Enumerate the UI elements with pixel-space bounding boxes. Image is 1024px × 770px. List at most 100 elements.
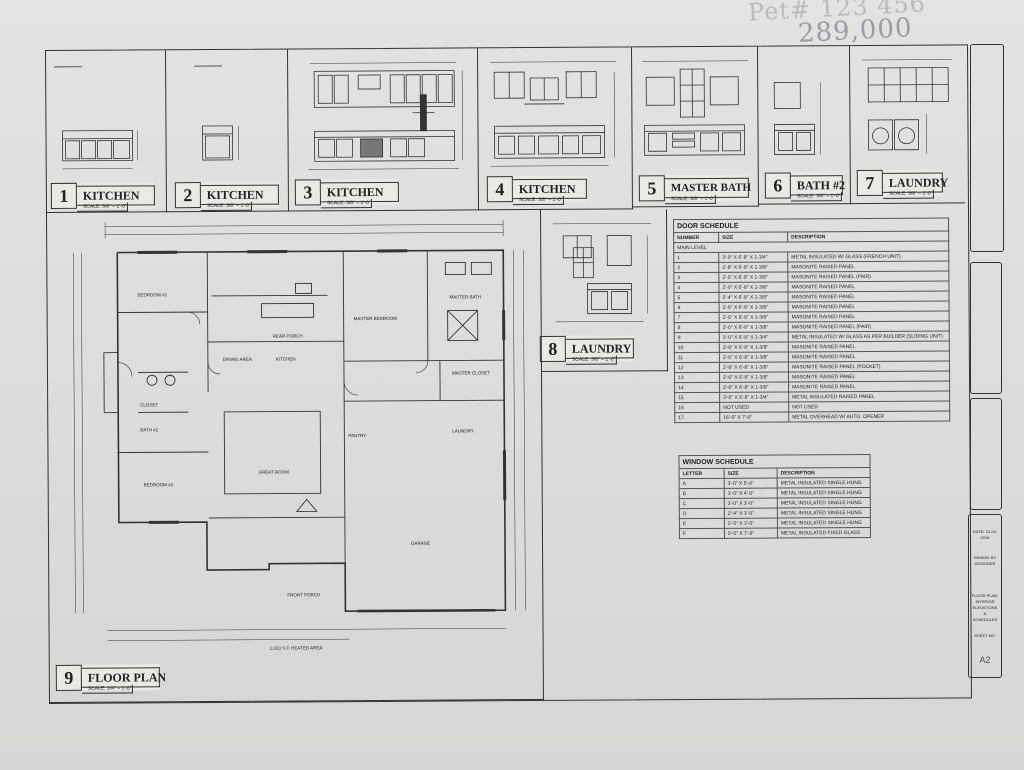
detail-tag-7: 7 LAUNDRY SCALE: 3/8" = 1'-0" <box>856 169 948 199</box>
door-schedule-row-cell: 2'-0" X 6'-8" X 1-3/8" <box>719 381 789 393</box>
detail-number: 1 <box>50 182 77 209</box>
door-schedule-row-cell: 8 <box>674 322 720 333</box>
door-schedule-row-cell: NOT USED <box>719 401 789 413</box>
detail-scale: SCALE: 1/4" = 1'-0" <box>81 684 133 694</box>
title-block-sheet-title: FLOOR PLAN, INTERIOR ELEVATIONS & SCHEDU… <box>971 593 999 622</box>
detail-1-cell: 1 KITCHEN SCALE: 3/8" = 1'-0" <box>46 50 167 213</box>
laundry-elevation-1-drawing <box>856 53 959 173</box>
detail-2-cell: 2 KITCHEN SCALE: 3/8" = 1'-0" <box>166 49 289 213</box>
room-label-bedroom2: BEDROOM #2 <box>137 292 168 298</box>
window-schedule-row-cell: 3'-0" X 3'-0" <box>724 498 778 509</box>
window-schedule-row-cell: F <box>679 528 725 539</box>
room-label-garage: GARAGE <box>411 540 431 546</box>
detail-scale: SCALE: 3/8" = 1'-0" <box>790 192 842 202</box>
door-schedule-row-cell: 1 <box>673 252 719 263</box>
kitchen-elevation-3-drawing <box>294 56 472 180</box>
window-schedule-row-cell: 2'-4" X 3'-0" <box>724 508 778 519</box>
detail-tag-8: 8 LAUNDRY SCALE: 3/8" = 1'-0" <box>539 335 634 365</box>
door-schedule-row-cell: 3 <box>673 272 719 283</box>
door-schedule-row-cell: 2'-8" X 6'-8" X 1-3/8" <box>718 261 788 273</box>
door-schedule-row-cell: 17 <box>674 412 720 423</box>
kitchen-elevation-2-drawing <box>172 58 282 182</box>
title-block-drawn: DRAWN: BY DESIGNER <box>973 555 997 566</box>
detail-scale: SCALE: 3/8" = 1'-0" <box>200 201 252 212</box>
room-label-bath: BATH #2 <box>140 427 159 433</box>
laundry-elevation-2-drawing <box>547 217 661 341</box>
room-label-dining: DINING AREA <box>222 356 252 362</box>
room-label-master-closet: MASTER CLOSET <box>451 370 491 376</box>
room-label-pantry: PANTRY <box>348 433 367 439</box>
door-schedule-header: NUMBER <box>673 232 719 243</box>
door-schedule-row-cell: 9 <box>674 332 720 343</box>
kitchen-elevation-4-drawing <box>484 55 626 179</box>
window-schedule-row-cell: E <box>679 518 725 529</box>
handwritten-note-2: 289,000 <box>797 13 914 49</box>
door-schedule-row-cell: 2'-0" X 6'-8" X 1-3/8" <box>718 281 788 293</box>
door-schedule-row-cell: 2'-6" X 6'-8" X 1-3/8" <box>719 311 789 323</box>
window-schedule-row-cell: METAL INSULATED SINGLE HUNG <box>777 507 871 519</box>
door-schedule-row-cell: 3'-0" X 6'-8" X 1-3/4" <box>719 391 789 403</box>
door-schedule-row-cell: 2'-8" X 6'-8" X 1-3/8" <box>719 361 789 373</box>
door-schedule-row-cell: 2 <box>673 262 719 273</box>
detail-tag-9: 9 FLOOR PLAN SCALE: 1/4" = 1'-0" <box>55 664 166 694</box>
window-schedule-row-cell: METAL INSULATED SINGLE HUNG <box>777 497 871 509</box>
window-schedule-row-cell: METAL INSULATED SINGLE HUNG <box>777 477 871 489</box>
room-label-front-porch: FRONT PORCH <box>287 592 321 598</box>
door-schedule-row-cell: 2'-6" X 6'-8" X 1-3/8" <box>719 351 789 363</box>
title-block-sheet-number: A2 <box>979 655 991 665</box>
room-label-master-bedroom: MASTER BEDROOM <box>353 315 397 322</box>
title-block-sheet-no-label: SHEET NO. <box>974 633 996 638</box>
window-schedule-title: WINDOW SCHEDULE <box>678 454 871 469</box>
detail-7-cell: 7 LAUNDRY SCALE: 3/8" = 1'-0" <box>849 45 965 205</box>
detail-tag-2: 2 KITCHEN SCALE: 3/8" = 1'-0" <box>174 181 279 212</box>
door-schedule-row-cell: 3'-0" X 6'-8" X 1-3/4" <box>718 251 788 263</box>
door-schedule-row-cell: 5 <box>673 292 720 303</box>
detail-number: 9 <box>55 664 82 691</box>
sheet-frame: 1 KITCHEN SCALE: 3/8" = 1'-0" 2 KITCHEN … <box>45 44 972 704</box>
room-label-rear-porch: REAR PORCH <box>272 333 303 339</box>
detail-tag-5: 5 MASTER BATH SCALE: 3/8" = 1'-0" <box>638 174 751 205</box>
detail-scale: SCALE: 3/8" = 1'-0" <box>565 355 617 365</box>
detail-8-cell: 8 LAUNDRY SCALE: 3/8" = 1'-0" <box>539 209 668 372</box>
door-schedule-row-cell: 15 <box>674 392 720 403</box>
detail-number: 3 <box>294 179 321 206</box>
door-schedule: DOOR SCHEDULE NUMBER SIZE DESCRIPTION MA… <box>673 217 950 423</box>
window-schedule-header: SIZE <box>724 468 778 479</box>
door-schedule-row-cell: 2'-0" X 6'-8" X 1-3/8" <box>719 321 789 333</box>
window-schedule-row-cell: 3'-0" X 4'-0" <box>724 488 778 499</box>
window-schedule-row-cell: D <box>679 508 725 519</box>
floor-plan-drawing <box>72 220 526 641</box>
title-block-panel-1 <box>970 44 1004 252</box>
bath-2-elevation-drawing <box>764 54 844 173</box>
window-schedule-header: DESCRIPTION <box>777 467 871 479</box>
detail-tag-3: 3 KITCHEN SCALE: 3/8" = 1'-0" <box>294 178 399 209</box>
door-schedule-header: SIZE <box>718 231 788 243</box>
door-schedule-row-cell: 16'-0" X 7'-0" <box>719 411 789 423</box>
detail-number: 7 <box>856 169 883 197</box>
door-schedule-row-cell: 3'-0" X 6'-8" X 1-3/4" <box>719 331 789 343</box>
room-label-bedroom3: BEDROOM #3 <box>143 482 174 488</box>
detail-scale: SCALE: 3/8" = 1'-0" <box>664 194 716 205</box>
kitchen-elevation-1-drawing <box>52 58 160 182</box>
detail-scale: SCALE: 3/8" = 1'-0" <box>320 199 372 209</box>
door-schedule-row-cell: 16 <box>674 402 720 413</box>
window-schedule-row-cell: C <box>679 498 725 509</box>
title-block-date: DATE: 10-24-2016 <box>972 529 998 540</box>
door-schedule-row-cell: 2'-6" X 6'-8" X 1-3/8" <box>719 371 789 383</box>
window-schedule-row-cell: 2'-0" X 3'-0" <box>724 518 778 529</box>
window-schedule-row-cell: 3'-0" X 5'-0" <box>724 478 778 489</box>
window-schedule-row-cell: METAL INSULATED SINGLE HUNG <box>777 487 871 499</box>
detail-4-cell: 4 KITCHEN SCALE: 3/8" = 1'-0" <box>477 47 633 211</box>
room-label-kitchen: KITCHEN <box>275 356 296 362</box>
window-schedule: WINDOW SCHEDULE LETTER SIZE DESCRIPTION … <box>678 454 871 539</box>
room-label-laundry: LAUNDRY <box>452 428 474 434</box>
detail-tag-1: 1 KITCHEN SCALE: 3/8" = 1'-0" <box>50 182 155 212</box>
detail-6-cell: 6 BATH #2 SCALE: 3/8" = 1'-0" <box>757 46 851 205</box>
title-block-panel-2 <box>970 262 1002 394</box>
detail-scale: SCALE: 3/8" = 1'-0" <box>76 202 128 212</box>
detail-scale: SCALE: 3/8" = 1'-0" <box>882 189 934 199</box>
floor-plan-area-note: 1,823 S.F. HEATED AREA <box>269 645 323 651</box>
window-schedule-row-cell: METAL INSULATED SINGLE HUNG <box>777 517 871 529</box>
window-schedule-header: LETTER <box>679 468 725 479</box>
door-schedule-row-cell: 2'-4" X 6'-8" X 1-3/8" <box>718 291 789 303</box>
